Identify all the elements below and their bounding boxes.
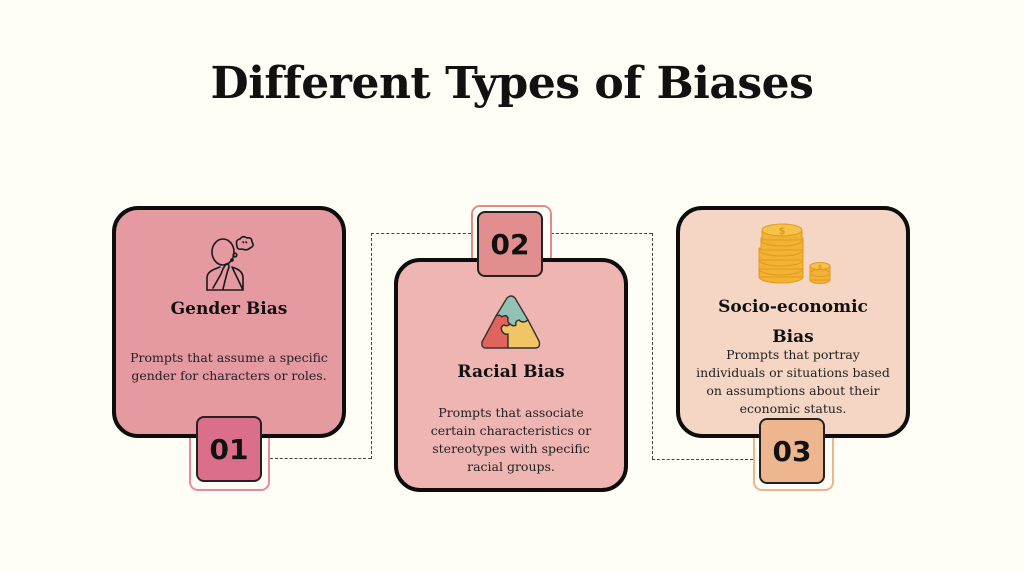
svg-text:$: $ (818, 264, 822, 271)
connector-1-2-horizontal-bottom (270, 458, 371, 459)
connector-2-3-vertical (652, 233, 653, 459)
svg-text:$: $ (779, 226, 786, 237)
card-description: Prompts that associate certain character… (430, 405, 592, 474)
connector-1-2-vertical (371, 233, 372, 459)
card-description: Prompts that portray individuals or situ… (696, 347, 890, 416)
connector-2-3-horizontal-top (551, 233, 652, 234)
card-racial-bias: Racial Bias Prompts that associate certa… (394, 258, 628, 492)
card-description: Prompts that assume a specific gender fo… (130, 350, 328, 383)
connector-2-3-horizontal-bottom (652, 459, 753, 460)
card-gender-bias: Gender Bias Prompts that assume a specif… (112, 206, 346, 438)
card-heading-line-2: Bias (772, 327, 814, 347)
badge-03: 03 (759, 418, 825, 484)
card-heading-line-1: Socio-economic (718, 297, 868, 317)
badge-02: 02 (477, 211, 543, 277)
connector-1-2-horizontal-top (371, 233, 471, 234)
card-socio-economic-bias: $ $ Socio-economic Bias Prompts that por… (676, 206, 910, 438)
page-title: Different Types of Biases (210, 58, 814, 109)
thinking-person-icon (206, 235, 254, 291)
card-heading: Gender Bias (170, 299, 288, 319)
puzzle-triangle-icon (481, 295, 541, 349)
card-heading: Racial Bias (457, 362, 565, 382)
badge-01: 01 (196, 416, 262, 482)
coin-stack-icon: $ $ (758, 223, 831, 284)
